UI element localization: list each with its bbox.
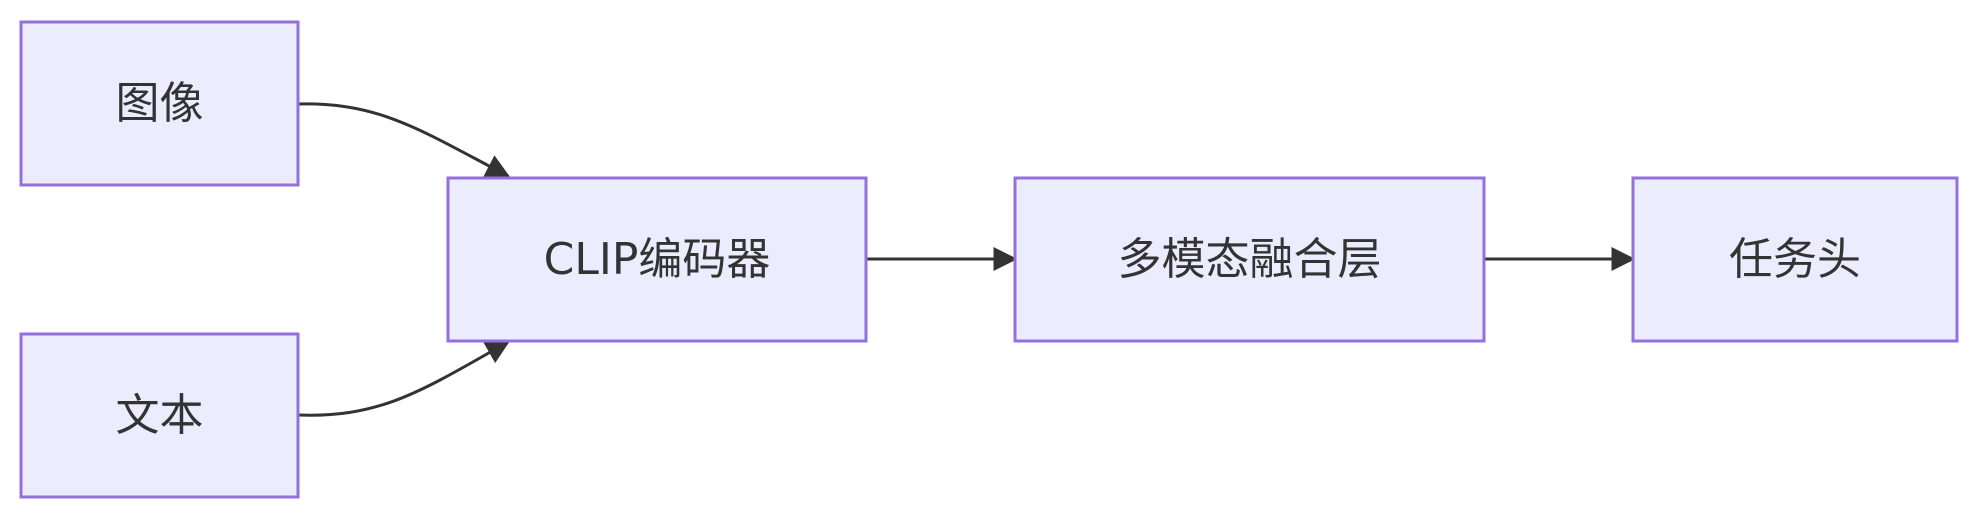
edge-text-to-clip — [297, 340, 511, 417]
node-clip-encoder-label: CLIP编码器 — [544, 234, 771, 285]
node-multimodal-fusion: 多模态融合层 — [1013, 176, 1486, 343]
node-multimodal-fusion-label: 多模态融合层 — [1118, 234, 1382, 285]
edge-image-to-clip — [297, 102, 511, 178]
node-text-label: 文本 — [116, 390, 204, 441]
node-image: 图像 — [19, 20, 300, 187]
node-text: 文本 — [19, 332, 300, 499]
node-task-head: 任务头 — [1631, 176, 1959, 343]
node-image-label: 图像 — [116, 78, 204, 129]
node-clip-encoder: CLIP编码器 — [446, 176, 868, 343]
node-task-head-label: 任务头 — [1729, 234, 1861, 285]
